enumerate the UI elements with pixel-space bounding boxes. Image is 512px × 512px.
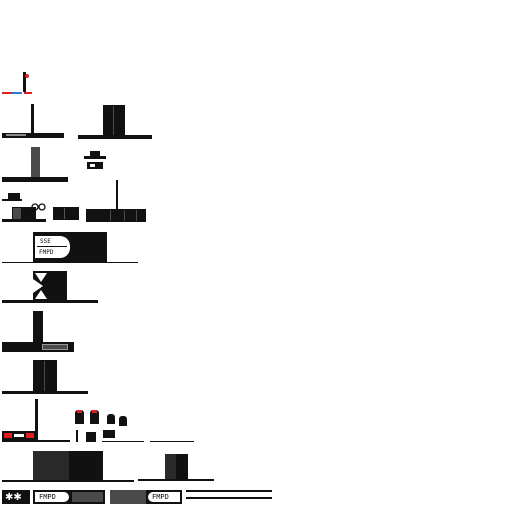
antenna-mast (116, 180, 118, 210)
x-panel-mark (33, 271, 53, 301)
label-bar-a-fill (72, 492, 103, 502)
big-block-left (33, 451, 69, 481)
bench-top (8, 193, 20, 200)
tower-ground (78, 135, 152, 139)
label-text-a: FMPD (39, 493, 56, 501)
small-stake (76, 430, 78, 442)
line-bar-top (186, 490, 272, 492)
person-accent (77, 410, 82, 413)
crate-ground (2, 219, 46, 222)
sign-label-divider (37, 246, 67, 247)
bench-slab (2, 342, 74, 352)
figure-base-red-left (2, 92, 12, 94)
crate-shade (13, 208, 21, 220)
x-panel-ground (2, 300, 98, 303)
vehicle-ground (2, 440, 70, 442)
cabinet-divider-3 (136, 210, 137, 221)
pole-sprite (31, 104, 34, 136)
sign-label-plate (35, 236, 70, 258)
big-block-right (69, 451, 103, 481)
person-icon-4 (119, 416, 127, 426)
flag-pole (35, 399, 38, 441)
sign-label-top: SSE (40, 238, 51, 245)
small-block-top (90, 151, 100, 157)
figure-head (25, 74, 29, 78)
person-icon-2 (90, 410, 99, 424)
label-text-b: FMPD (152, 493, 169, 501)
cabinet-divider-1 (110, 210, 111, 221)
ground-line (2, 133, 64, 138)
person-icon-3 (107, 414, 115, 424)
sparkle-icon: ✱✱ (5, 492, 22, 503)
label-plate-a (35, 492, 69, 502)
small-crate (86, 432, 96, 442)
bench-slab-inset (42, 344, 68, 350)
figure-base-blue (12, 92, 22, 94)
row9-ground-b (150, 441, 194, 442)
figure-pole (23, 72, 26, 92)
row9-ground-a (102, 441, 144, 442)
tower-sprite (103, 105, 125, 137)
cabinet-sprite (86, 209, 146, 222)
big-block-ground (2, 480, 134, 482)
mid-block-ground (138, 479, 214, 481)
sign-label-bottom: FMPD (39, 249, 54, 256)
vehicle-sprite (2, 428, 36, 442)
glasses-icon (31, 196, 46, 211)
label-plate-b (148, 492, 180, 502)
box-seam (64, 208, 65, 219)
column-sprite (31, 147, 40, 180)
tall-post (33, 311, 43, 349)
ground-detail (6, 134, 26, 136)
person-accent-2 (92, 410, 97, 413)
small-crate-2 (103, 430, 115, 438)
person-icon (75, 410, 84, 424)
mid-block-right (176, 454, 188, 480)
column-ground (2, 177, 68, 182)
small-block-bottom (87, 162, 103, 169)
sparkle-tile (2, 490, 30, 504)
line-bar-bottom (186, 497, 272, 499)
box-sprite (53, 207, 79, 220)
door-seam (44, 361, 45, 391)
small-block-window (90, 164, 95, 167)
sign-ground (2, 262, 138, 263)
figure-sprite (2, 72, 32, 96)
cabinet-divider-2 (124, 210, 125, 221)
figure-base-red-right (24, 92, 32, 94)
door-ground (2, 391, 88, 394)
bench-base (2, 199, 22, 201)
door-sprite (33, 360, 57, 392)
tower-seam (113, 106, 114, 136)
small-block-ledge (84, 156, 106, 159)
mid-block-left (165, 454, 176, 480)
